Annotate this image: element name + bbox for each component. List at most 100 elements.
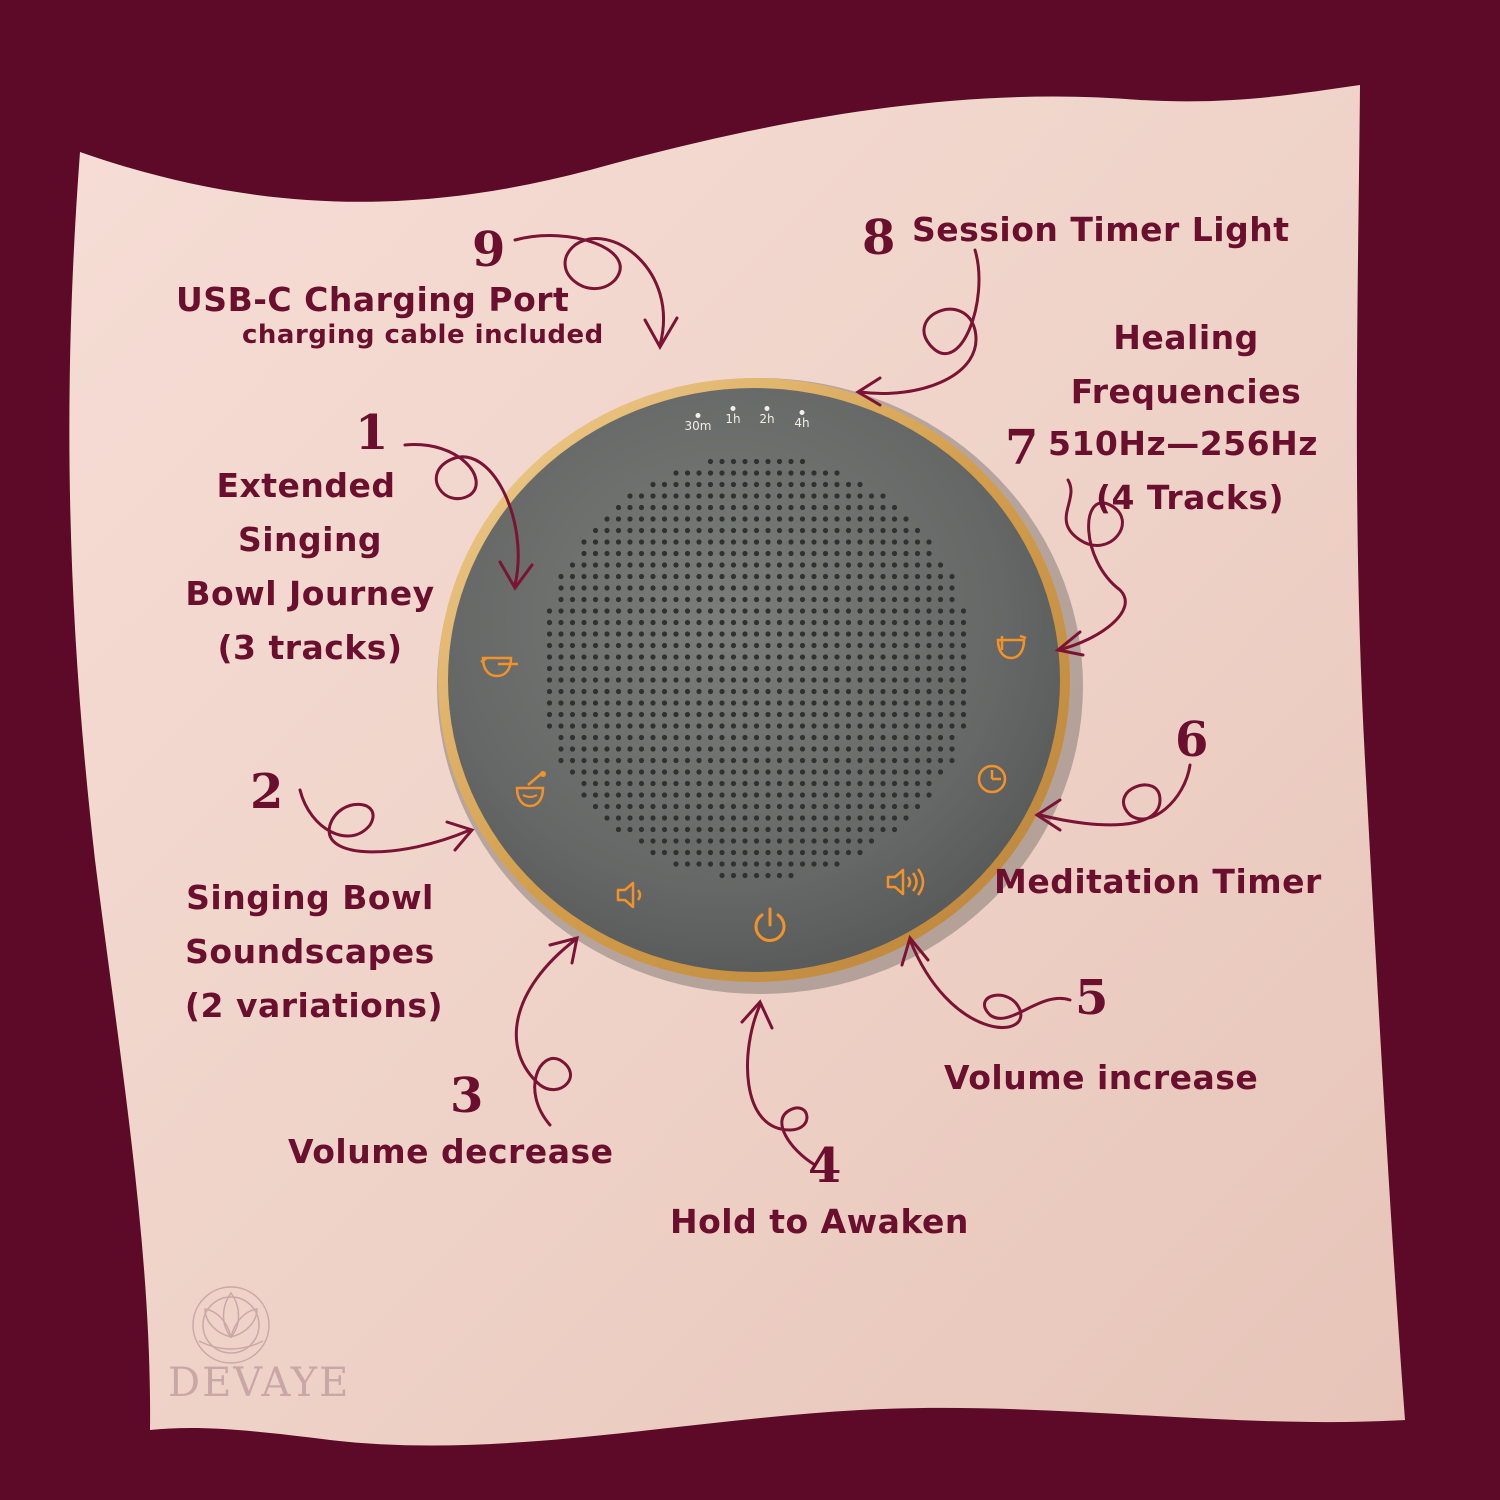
grille-hole [937,711,944,718]
grille-hole [765,780,771,787]
grille-hole [753,550,760,557]
speaker-low-icon[interactable] [613,880,649,910]
grille-hole [891,803,898,810]
grille-hole [627,608,633,614]
grille-hole [673,815,679,821]
grille-hole [650,665,656,672]
grille-hole [891,792,898,798]
grille-hole [891,550,898,557]
grille-hole [661,803,668,810]
grille-hole [581,792,587,798]
grille-hole [880,596,886,603]
label-usb-c-port: USB-C Charging Port [176,280,570,319]
grille-hole [857,527,863,534]
grille-hole [569,723,576,729]
bowl-frequency-icon[interactable] [992,632,1032,664]
grille-hole [857,539,863,545]
clock-icon[interactable] [975,762,1009,796]
grille-hole [615,769,622,775]
grille-hole [788,861,794,867]
number-6: 6 [1175,712,1209,768]
grille-hole [776,757,783,764]
grille-hole [857,746,863,752]
grille-hole [719,585,725,591]
grille-hole [684,688,691,695]
grille-hole [627,562,633,568]
grille-hole [696,665,702,672]
grille-hole [776,550,783,557]
grille-hole [776,872,783,879]
grille-hole [926,631,932,637]
grille-hole [730,573,737,580]
grille-hole [684,527,691,534]
grille-hole [765,757,771,764]
grille-hole [615,504,622,511]
grille-hole [615,608,622,614]
grille-hole [822,815,829,821]
grille-hole [788,470,794,476]
grille-hole [845,757,852,764]
grille-hole [903,746,909,752]
grille-hole [707,527,714,534]
grille-hole [638,665,645,672]
grille-hole [753,688,760,695]
grille-hole [857,849,863,856]
grille-hole [707,826,714,833]
grille-hole [914,746,921,752]
grille-hole [707,734,714,741]
grille-hole [638,792,645,798]
grille-hole [730,458,737,465]
power-icon[interactable] [750,905,790,947]
grille-hole [719,746,725,752]
grille-hole [638,734,645,741]
grille-hole [730,470,737,476]
grille-hole [546,654,553,660]
grille-hole [558,654,564,660]
grille-hole [960,711,967,718]
grille-hole [742,562,748,568]
grille-hole [857,619,863,626]
grille-hole [788,780,794,787]
grille-hole [799,734,806,741]
grille-hole [822,665,829,672]
grille-hole [696,849,702,856]
grille-hole [546,688,553,695]
grille-hole [753,654,760,660]
grille-hole [845,723,852,729]
grille-hole [914,734,921,741]
grille-hole [799,838,806,844]
grille-hole [615,562,622,568]
grille-hole [834,769,840,775]
number-3: 3 [450,1068,484,1124]
grille-hole [707,539,714,545]
grille-hole [558,757,564,764]
grille-hole [903,803,909,810]
grille-hole [960,619,967,626]
grille-hole [868,711,875,718]
grille-hole [880,504,886,511]
grille-hole [753,746,760,752]
grille-hole [638,631,645,637]
grille-hole [638,700,645,706]
grille-hole [742,596,748,603]
grille-hole [903,619,909,626]
grille-hole [719,470,725,476]
grille-hole [926,688,932,695]
grille-hole [742,493,748,499]
grille-hole [834,631,840,637]
singing-bowl-icon[interactable] [478,648,524,682]
grille-hole [926,746,932,752]
grille-hole [730,619,737,626]
grille-hole [765,539,771,545]
grille-hole [834,550,840,557]
speaker-high-icon[interactable] [884,866,928,898]
grille-hole [891,539,898,545]
grille-hole [822,642,829,649]
grille-hole [650,826,656,833]
grille-hole [638,596,645,603]
bowl-mallet-icon[interactable] [511,770,551,810]
grille-hole [949,573,955,580]
grille-hole [914,642,921,649]
grille-hole [707,516,714,522]
